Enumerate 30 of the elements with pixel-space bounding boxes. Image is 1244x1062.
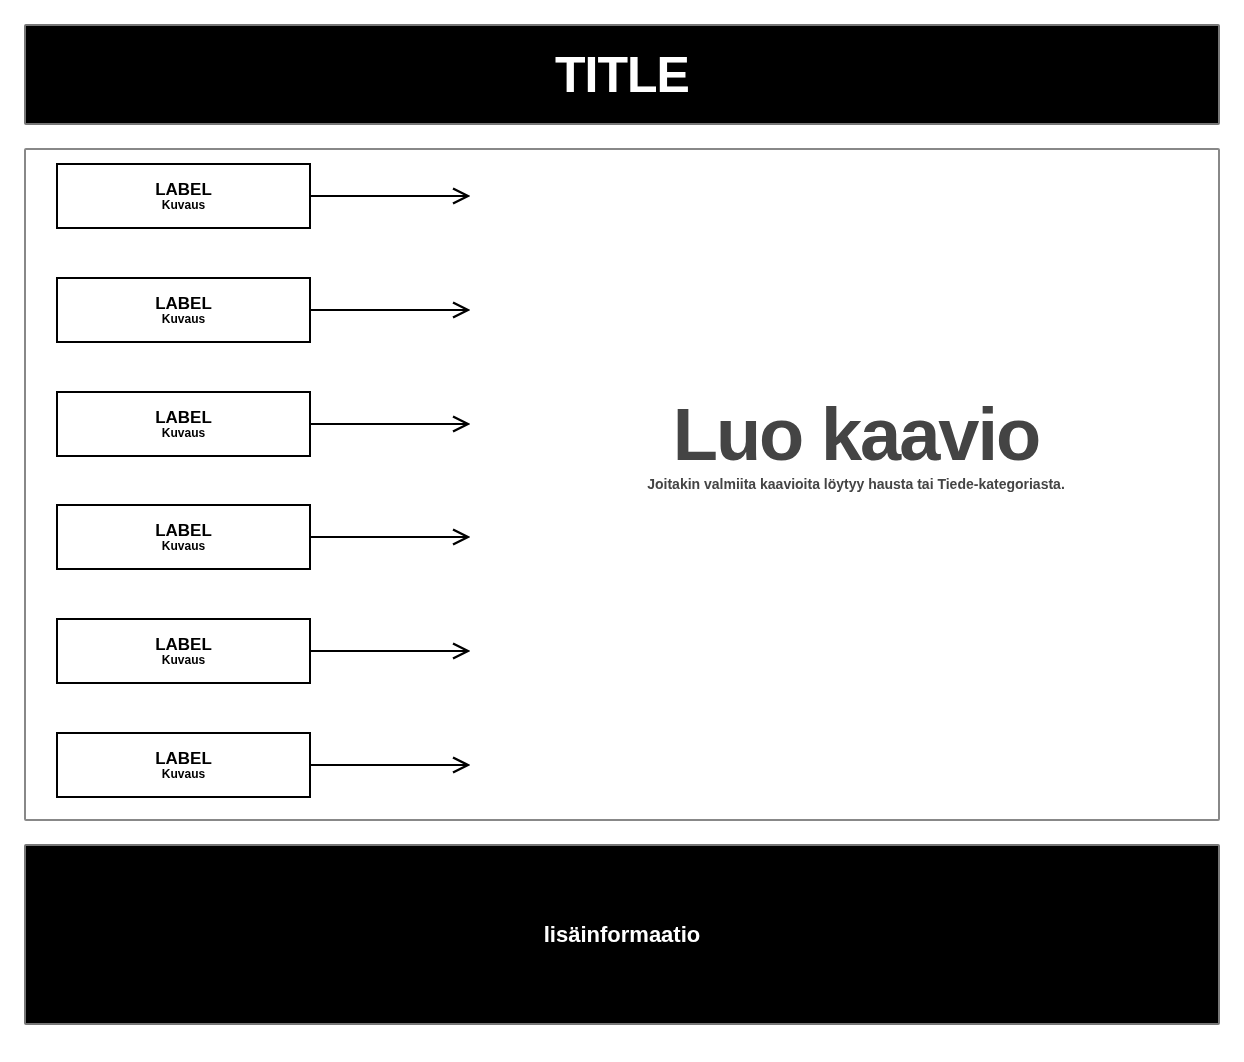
label-box [56, 163, 311, 229]
label-title: LABEL [155, 408, 212, 427]
label-description: Kuvaus [161, 426, 206, 440]
label-title: LABEL [155, 180, 212, 199]
label-box [56, 732, 311, 798]
label-title: LABEL [155, 521, 212, 540]
arrow [310, 642, 470, 660]
label-description: Kuvaus [161, 767, 206, 781]
label-title: LABEL [155, 635, 212, 654]
arrow [310, 187, 470, 205]
label-description: Kuvaus [161, 653, 206, 667]
arrow [310, 301, 470, 319]
label-box [56, 504, 311, 570]
label-title: LABEL [155, 294, 212, 313]
info-text: lisäinformaatio [543, 921, 701, 948]
label-description: Kuvaus [161, 539, 206, 553]
info-band [24, 844, 1220, 1025]
description: Joitakin valmiita kaavioita löytyy hausta tai Tiede-kategoriasta. [647, 475, 1065, 493]
arrow [310, 528, 470, 546]
label-description: Kuvaus [161, 312, 206, 326]
diagram-panel [24, 148, 1220, 821]
label-box [56, 391, 311, 457]
arrow [310, 756, 470, 774]
label-description: Kuvaus [161, 198, 206, 212]
label-box [56, 277, 311, 343]
title: TITLE [555, 45, 689, 104]
label-box [56, 618, 311, 684]
arrow [310, 415, 470, 433]
heading: Luo kaavio [672, 395, 1040, 475]
label-title: LABEL [155, 749, 212, 768]
